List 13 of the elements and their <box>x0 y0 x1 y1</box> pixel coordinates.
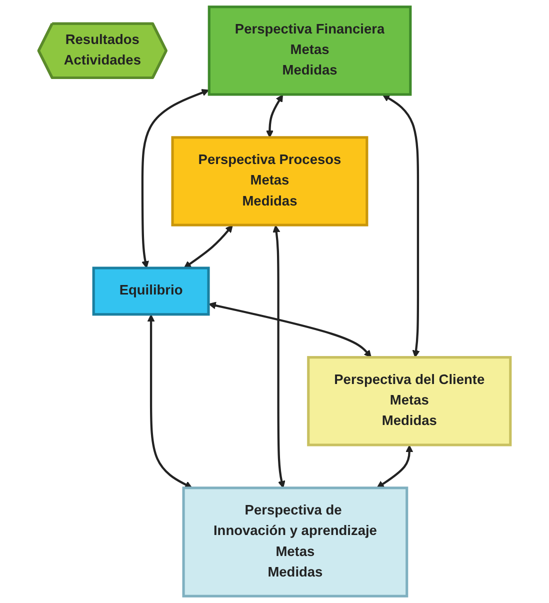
arrow <box>266 94 284 138</box>
arrow <box>272 225 286 488</box>
arrow <box>376 444 414 488</box>
node-box: Perspectiva de Innovación y aprendizaje Metas Medidas <box>182 486 408 598</box>
arrow <box>184 224 233 268</box>
node-box: Perspectiva del Cliente Metas Medidas <box>307 356 512 446</box>
arrow <box>208 302 372 358</box>
node-box: Equilibrio <box>92 266 210 316</box>
node-box: Perspectiva Procesos Metas Medidas <box>171 136 368 226</box>
arrow <box>382 94 420 358</box>
node-box: Perspectiva Financiera Metas Medidas <box>208 6 412 96</box>
arrow <box>147 314 192 488</box>
arrow <box>141 89 210 268</box>
